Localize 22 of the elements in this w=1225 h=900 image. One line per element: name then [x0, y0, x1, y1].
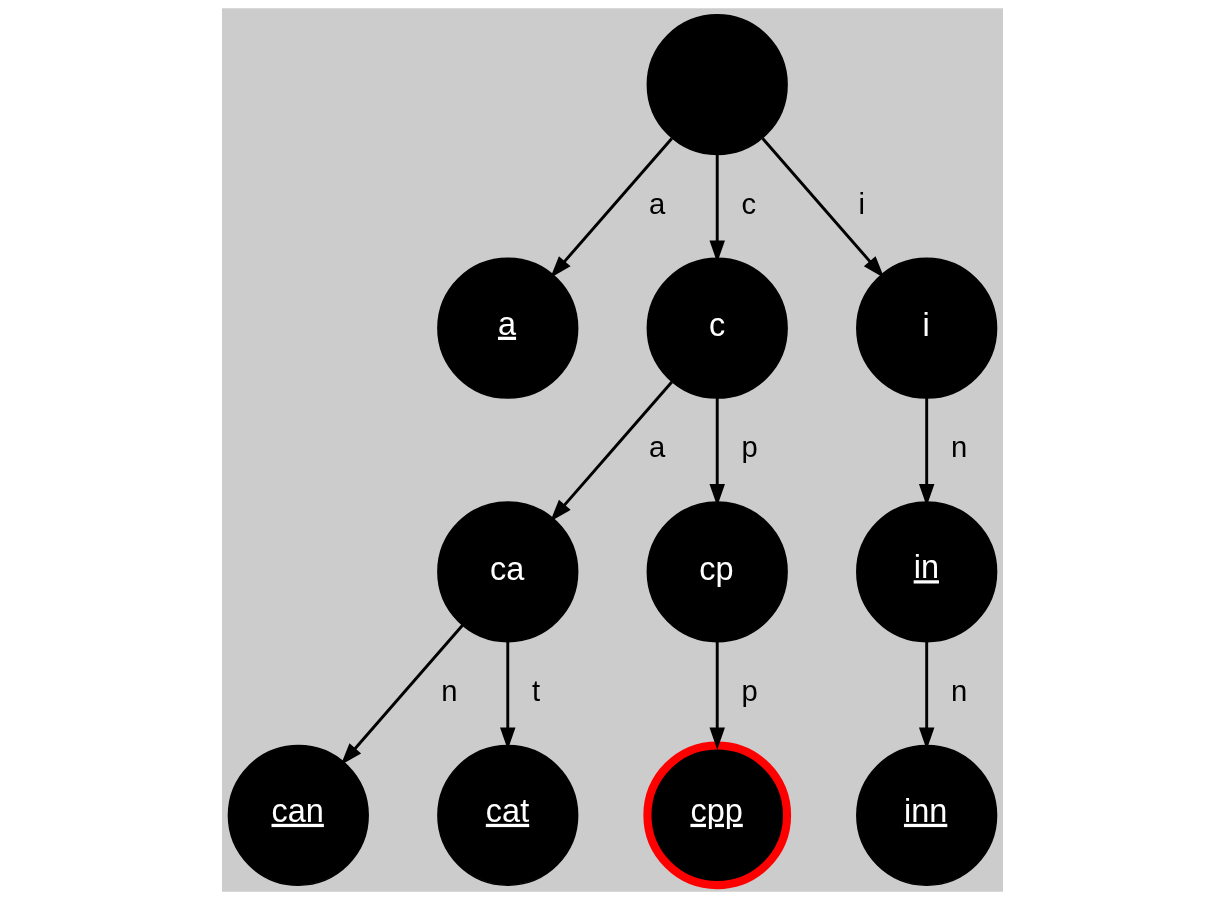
arrow: [550, 381, 673, 522]
node-circle: cpp: [643, 741, 792, 890]
arrow: [340, 624, 464, 765]
node-circle: [646, 14, 788, 156]
edge-label: n: [441, 674, 458, 707]
edge-label: a: [649, 431, 666, 464]
node-circle: cp: [646, 501, 788, 643]
edge-label: n: [951, 674, 968, 707]
node-circle: in: [856, 501, 998, 643]
edge-label: n: [951, 431, 968, 464]
edge-label: p: [741, 674, 758, 707]
edge-label: t: [532, 674, 541, 707]
node-circle: cat: [437, 744, 579, 886]
edge-label: p: [741, 431, 758, 464]
edge-label: i: [858, 187, 865, 220]
node-circle: inn: [856, 744, 998, 886]
node-circle: c: [646, 257, 788, 399]
arrow: [709, 641, 725, 750]
edge-label: c: [741, 187, 757, 220]
edge-label: a: [649, 187, 666, 220]
arrow: [550, 137, 673, 278]
arrow: [761, 137, 885, 278]
